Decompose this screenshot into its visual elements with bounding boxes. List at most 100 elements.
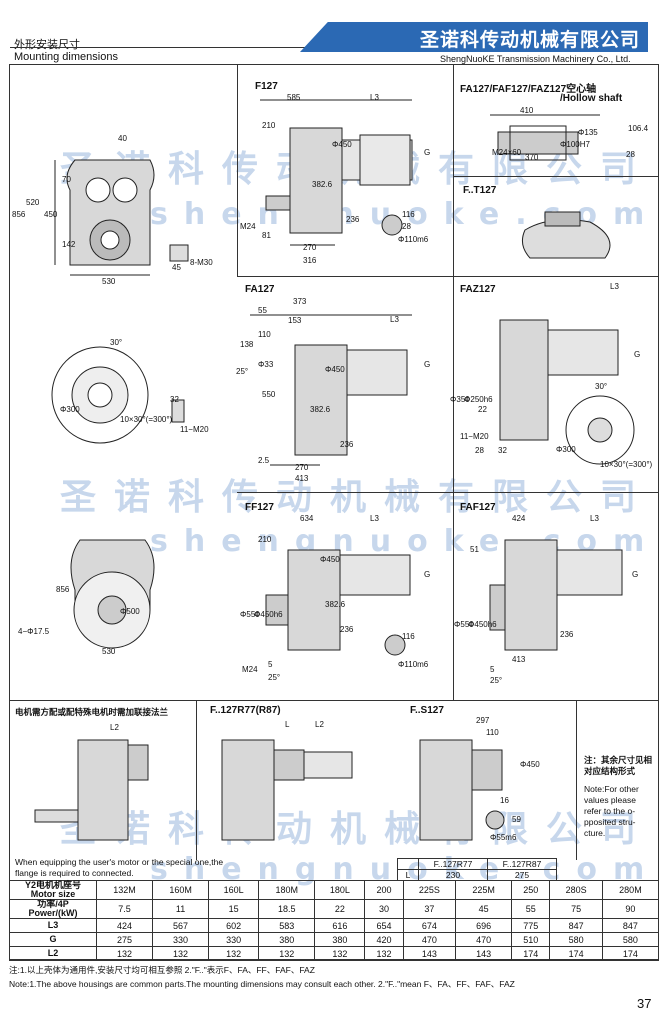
dim-label: 116 [402,210,415,219]
fa127-side-view [250,314,412,466]
table-cell: 143 [402,946,457,961]
table-cell: 696 [455,918,513,933]
ff127-side-view [265,549,411,656]
dim-label: Φ110m6 [398,235,429,244]
dim-label: 25° [268,673,281,682]
dim-label: M24 [240,222,256,231]
table-cell: 420 [364,932,404,947]
table-cell: 90 [601,899,660,919]
dim-label: M24 [242,665,258,674]
dim-label: 382.6 [310,405,331,414]
dim-label: Φ300 [556,445,576,454]
dim-label: G [424,360,431,369]
table-cell: 75 [549,899,603,919]
dim-label: 81 [262,231,271,240]
table-cell: 174 [601,946,660,961]
grid-line [237,492,659,493]
section-title-cn: 外形安装尺寸 [14,39,80,51]
dim-label: 856 [12,210,26,219]
table-cell: 580 [601,932,660,947]
dim-label: 110 [258,330,271,339]
dim-label: L2 [110,723,119,732]
table-cell: 275 [487,869,557,881]
grid-line [237,64,238,276]
table-cell: 132 [152,946,210,961]
dim-label: 32 [498,446,507,455]
table-cell: 200 [364,880,404,900]
table-cell: 132 [258,946,316,961]
dim-label: L3 [370,514,379,523]
right-note-en: Note:For other values please refer to th… [584,784,639,838]
gearbox-front-view [54,159,155,276]
table-cell: 174 [549,946,603,961]
flange-motor-view [34,739,149,841]
table-cell: 275 [95,932,154,947]
dim-label: 28 [475,446,484,455]
dim-label: 45 [172,263,181,272]
table-cell: 55 [511,899,551,919]
dim-label: Φ550 [240,610,260,619]
dim-label: Φ100H7 [560,140,590,149]
dim-label: Φ500 [120,607,140,616]
dim-label: L2 [315,720,324,729]
dim-label: Φ33 [258,360,274,369]
torque-arm-view [521,211,611,259]
table-cell: 132 [208,946,260,961]
dim-label: 424 [512,514,526,523]
power-label-cn: 功率/4P [37,899,69,909]
power-label-en: Power/(kW) [28,908,78,918]
table-row: L3 424 567 602 583 616 654 674 696 775 8… [9,918,660,933]
dim-label: 16 [500,796,509,805]
brand-name-cn: 圣诺科传动机械有限公司 [419,29,640,51]
table-cell: 15 [208,899,260,919]
dim-label: 413 [512,655,526,664]
r77-combination-view [221,739,353,841]
dim-label: 270 [295,463,309,472]
table-cell: 225S [402,880,457,900]
dim-label: Φ250h6 [464,395,493,404]
table-cell: 250 [511,880,551,900]
dim-label: Φ450 [320,555,340,564]
dim-label: 370 [525,153,539,162]
motor-size-label-en: Motor size [30,889,76,899]
dim-label: 138 [240,340,254,349]
dim-label: 530 [102,647,116,656]
table-cell: 132M [95,880,154,900]
table-cell: 330 [208,932,260,947]
dim-label: 8-M30 [190,258,213,267]
table-cell: 616 [314,918,366,933]
table-cell: 143 [455,946,513,961]
dim-label: 410 [520,106,534,115]
table-row-label: L3 [9,918,97,933]
section-title-en: Mounting dimensions [14,51,118,63]
dim-label: 634 [300,514,314,523]
dim-label: 530 [102,277,116,286]
brand-name-en: ShengNuoKE Transmission Machinery Co., L… [440,54,631,64]
dim-label: 382.6 [325,600,346,609]
dim-label: 520 [26,198,40,207]
table-cell: 37 [402,899,457,919]
dim-label: 550 [262,390,276,399]
table-row-label: L [397,869,419,881]
dim-label: M24×60 [492,148,522,157]
table-header: F..127R87 [487,858,557,870]
view-label-ff127: FF127 [245,502,274,513]
dim-label: 70 [62,175,71,184]
table-cell: 225M [455,880,513,900]
grid-line [237,276,659,277]
view-label-hollow-en: /Hollow shaft [560,93,623,104]
table-cell: 180M [258,880,316,900]
dim-label: 297 [476,716,490,725]
dim-label: G [632,570,639,579]
dim-label: G [634,350,641,359]
table-cell: 583 [258,918,316,933]
dim-label: G [424,570,431,579]
table-row-label: L2 [9,946,97,961]
table-cell: 160L [208,880,260,900]
dim-label: 4−Φ17.5 [18,627,50,636]
table-cell: 380 [314,932,366,947]
table-cell [397,858,419,870]
dim-label: 5 [268,660,273,669]
